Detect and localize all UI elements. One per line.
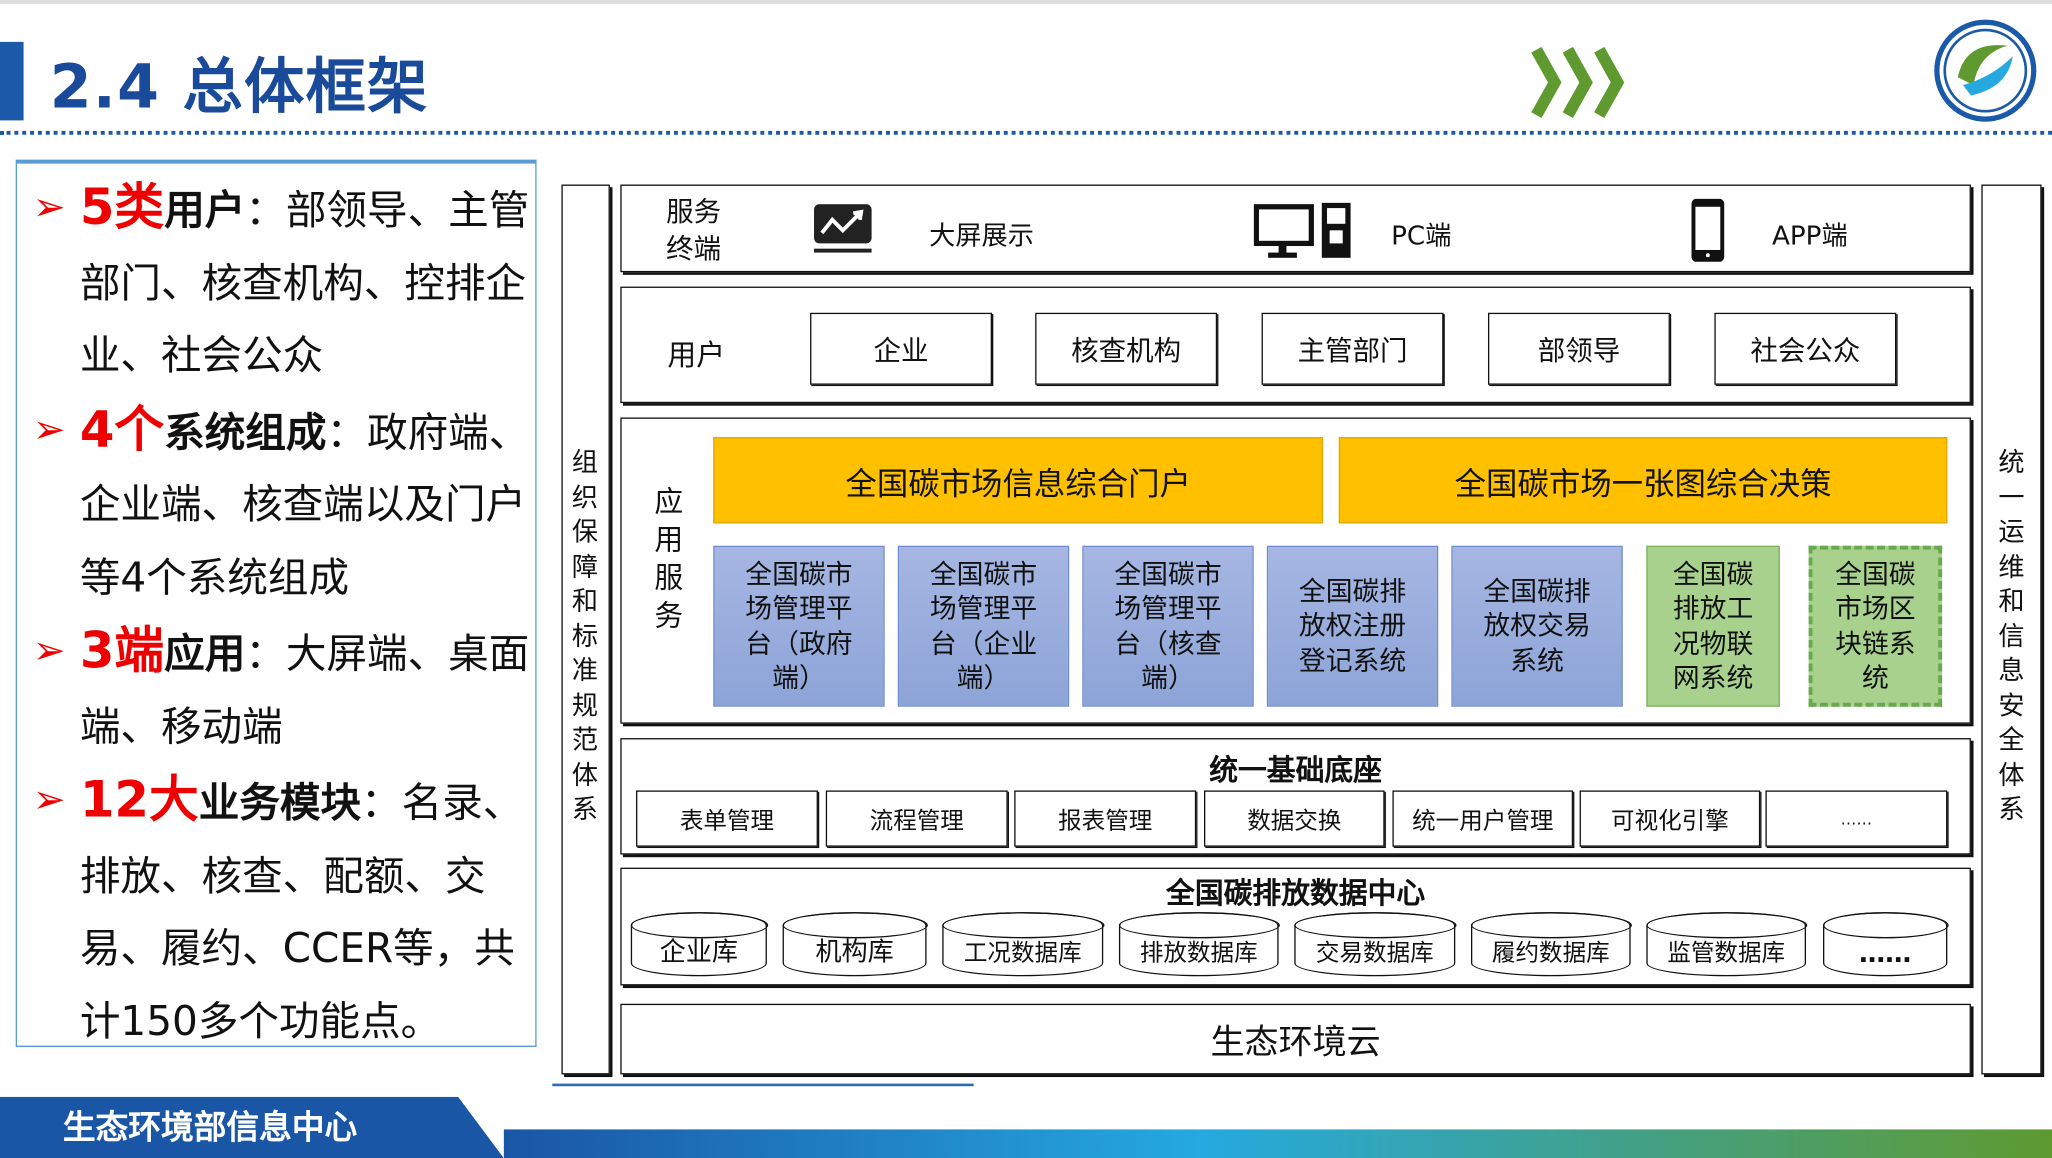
left-pillar: 组织保障和标准规范体系 xyxy=(561,184,610,1075)
cloud-row: 生态环境云 xyxy=(620,1003,1971,1075)
footer-org-name: 生态环境部信息中心 xyxy=(62,1108,358,1147)
database-cylinder: 机构库 xyxy=(781,911,928,977)
footer-gradient-bar xyxy=(503,1129,2052,1158)
system-box: 全国碳排放权交易系统 xyxy=(1451,545,1623,707)
database-cylinder: 履约数据库 xyxy=(1470,911,1632,977)
portal-box: 全国碳市场信息综合门户 xyxy=(713,437,1324,524)
dashboard-screen-icon xyxy=(814,204,872,253)
database-cylinder: 监管数据库 xyxy=(1645,911,1807,977)
user-box: 核查机构 xyxy=(1035,312,1218,385)
foundation-box: …… xyxy=(1765,790,1948,847)
mobile-phone-icon xyxy=(1691,198,1725,262)
arrow-bullet-icon: ➢ xyxy=(32,184,66,231)
foundation-box: 数据交换 xyxy=(1204,790,1385,847)
database-cylinder: 交易数据库 xyxy=(1293,911,1456,977)
system-box: 全国碳排放权注册登记系统 xyxy=(1266,545,1439,707)
terminals-row: 服务终端 大屏展示 PC端 APP端 xyxy=(620,184,1971,273)
arrow-bullet-icon: ➢ xyxy=(32,777,66,824)
iot-system-box: 全国碳排放工况物联网系统 xyxy=(1646,545,1780,707)
foundation-box: 流程管理 xyxy=(825,790,1008,847)
blockchain-system-box: 全国碳市场区块链系统 xyxy=(1808,545,1943,707)
database-cylinder: 工况数据库 xyxy=(941,911,1104,977)
database-cylinder: …… xyxy=(1822,911,1948,977)
summary-item: ➢3端应用：大屏端、桌面端、移动端 xyxy=(17,615,540,764)
user-box: 部领导 xyxy=(1487,312,1670,385)
foundation-box: 报表管理 xyxy=(1014,790,1197,847)
chevrons-icon xyxy=(1531,47,1625,118)
logo xyxy=(1934,19,2037,122)
system-box: 全国碳市场管理平台（企业端） xyxy=(897,545,1070,707)
database-cylinder: 企业库 xyxy=(630,911,768,977)
user-box: 企业 xyxy=(810,312,992,385)
foundation-box: 表单管理 xyxy=(636,790,818,847)
pc-icon xyxy=(1253,202,1351,258)
page-title: 2.4 总体框架 xyxy=(49,51,429,122)
footer-tab xyxy=(0,1096,504,1158)
user-box: 社会公众 xyxy=(1714,312,1897,385)
title-accent-bar xyxy=(0,41,24,121)
top-border xyxy=(0,0,2052,4)
accent-line xyxy=(552,1083,974,1087)
database-cylinder: 排放数据库 xyxy=(1118,911,1280,977)
summary-item: ➢4个系统组成：政府端、企业端、核查端以及门户等4个系统组成 xyxy=(17,393,540,615)
arrow-bullet-icon: ➢ xyxy=(32,628,66,674)
system-box: 全国碳市场管理平台（政府端） xyxy=(713,545,885,707)
user-box: 主管部门 xyxy=(1261,312,1444,385)
summary-item: ➢5类用户：部领导、主管部门、核查机构、控排企业、社会公众 xyxy=(17,171,540,393)
summary-panel: ➢5类用户：部领导、主管部门、核查机构、控排企业、社会公众 ➢4个系统组成：政府… xyxy=(15,159,540,1047)
foundation-box: 可视化引擎 xyxy=(1579,790,1761,847)
header-divider xyxy=(0,130,2052,135)
foundation-box: 统一用户管理 xyxy=(1392,790,1574,847)
arrow-bullet-icon: ➢ xyxy=(32,406,66,453)
system-box: 全国碳市场管理平台（核查端） xyxy=(1082,545,1254,707)
summary-item: ➢12大业务模块：名录、排放、核查、配额、交易、履约、CCER等，共计150多个… xyxy=(17,764,540,1058)
right-pillar: 统一运维和信息安全体系 xyxy=(1981,184,2042,1075)
portal-box: 全国碳市场一张图综合决策 xyxy=(1338,437,1948,524)
